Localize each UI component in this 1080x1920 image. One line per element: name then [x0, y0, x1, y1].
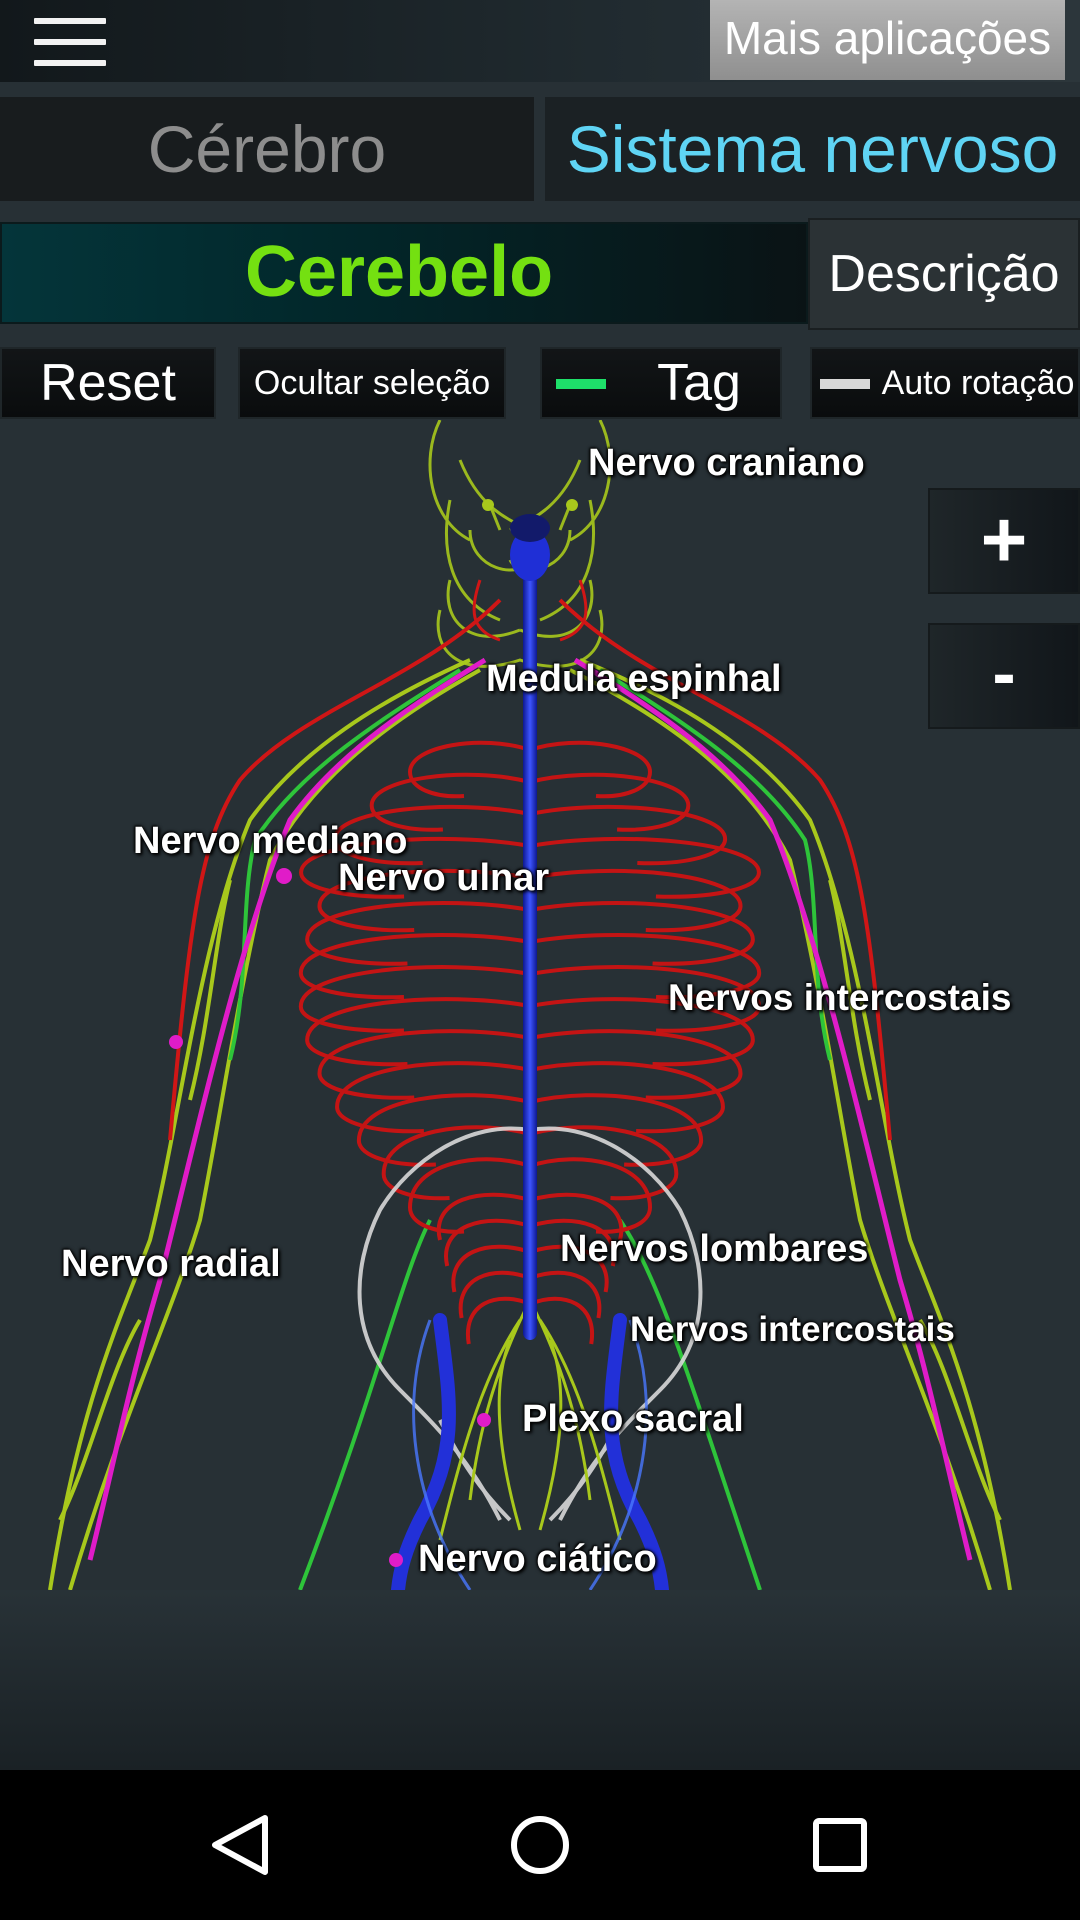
- hide-selection-button[interactable]: Ocultar seleção: [238, 347, 506, 419]
- intercostal-nerve-segment: [529, 804, 728, 866]
- intercostal-nerve-segment: [407, 1157, 531, 1234]
- intercostal-nerve-segment: [305, 997, 531, 1067]
- median-nerves: [87, 657, 973, 1561]
- intercostal-nerve-segment: [529, 900, 755, 966]
- label-lumbar-nerves[interactable]: Nervos lombares: [560, 1228, 869, 1270]
- intercostal-nerve-segment: [335, 1061, 531, 1134]
- tag-toggle-button[interactable]: Tag: [540, 347, 782, 419]
- intercostal-nerve-segment: [529, 1157, 653, 1234]
- label-intercostal-nerves-lower[interactable]: Nervos intercostais: [630, 1310, 955, 1349]
- zoom-in-button[interactable]: +: [928, 488, 1080, 594]
- auto-rotation-indicator: [820, 379, 870, 389]
- intercostal-nerve-segment: [529, 997, 755, 1067]
- label-median-nerve[interactable]: Nervo mediano: [133, 820, 408, 862]
- intercostal-nerve-segment: [529, 1093, 704, 1167]
- intercostal-nerve-segment: [305, 900, 531, 966]
- lumbar-nerve-segment: [529, 1270, 602, 1319]
- lumbar-nerve-segment: [436, 1192, 531, 1241]
- nervous-system-3d-view[interactable]: Nervo craniano Medula espinhal Nervo med…: [0, 420, 1080, 1590]
- reset-button[interactable]: Reset: [0, 347, 216, 419]
- intercostal-nerve-segment: [298, 965, 531, 1033]
- radial-nerves: [168, 598, 892, 1141]
- intercostal-nerve-segment: [369, 772, 531, 832]
- intercostal-nerve-segment: [356, 1093, 531, 1167]
- lumbar-nerve-segment: [465, 1296, 531, 1345]
- intercostal-nerve-segment: [332, 804, 531, 866]
- nervous-system-model: [48, 420, 1012, 1590]
- intercostal-nerve-segment: [317, 1029, 531, 1100]
- arm-green-nerves: [228, 668, 832, 1590]
- label-radial-nerve[interactable]: Nervo radial: [61, 1243, 281, 1285]
- tag-toggle-indicator: [556, 379, 606, 389]
- label-cranial-nerve[interactable]: Nervo craniano: [588, 442, 865, 484]
- tab-nervous-system[interactable]: Sistema nervoso: [545, 97, 1080, 201]
- intercostal-nerve-segment: [298, 933, 531, 1000]
- lumbar-nerve-segment: [529, 1192, 624, 1241]
- sciatic-nerves: [391, 1313, 669, 1590]
- lumbar-nerve-segment: [529, 1218, 616, 1267]
- lumbar-nerve-segment: [529, 1244, 609, 1293]
- menu-icon[interactable]: [34, 18, 106, 66]
- auto-rotation-label: Auto rotação: [881, 364, 1075, 402]
- label-ulnar-nerve[interactable]: Nervo ulnar: [338, 857, 550, 899]
- circle-home-icon[interactable]: [500, 1810, 580, 1880]
- intercostal-nerves: [298, 740, 762, 1345]
- intercostal-nerve-segment: [529, 965, 762, 1033]
- lumbar-nerve-segment: [458, 1270, 531, 1319]
- lumbar-nerve-segment: [529, 1296, 595, 1345]
- intercostal-nerve-segment: [529, 868, 743, 933]
- square-recent-icon[interactable]: [800, 1810, 880, 1880]
- arm-nerves: [48, 658, 1012, 1590]
- description-button[interactable]: Descrição: [808, 218, 1080, 330]
- intercostal-nerve-segment: [317, 868, 531, 933]
- intercostal-nerve-segment: [529, 1029, 743, 1100]
- label-spinal-cord[interactable]: Medula espinhal: [486, 658, 782, 700]
- more-apps-button[interactable]: Mais aplicações: [710, 0, 1065, 80]
- intercostal-nerve-segment: [407, 740, 531, 799]
- lumbar-nerve-segment: [451, 1244, 531, 1293]
- auto-rotation-toggle-button[interactable]: Auto rotação: [810, 347, 1080, 419]
- label-intercostal-nerves-upper[interactable]: Nervos intercostais: [668, 977, 1012, 1018]
- intercostal-nerve-segment: [529, 933, 762, 1000]
- lumbar-nerve-segment: [444, 1218, 531, 1267]
- intercostal-nerve-segment: [529, 772, 691, 832]
- selected-part-title: Cerebelo: [0, 222, 808, 324]
- tag-label: Tag: [657, 354, 741, 412]
- zoom-out-button[interactable]: -: [928, 623, 1080, 729]
- triangle-back-icon[interactable]: [200, 1810, 280, 1880]
- intercostal-nerve-segment: [299, 836, 531, 899]
- system-navigation-bar: [0, 1770, 1080, 1920]
- sacral-nerves: [438, 1299, 622, 1541]
- intercostal-nerve-segment: [529, 1061, 725, 1134]
- label-sciatic-nerve[interactable]: Nervo ciático: [418, 1538, 657, 1580]
- intercostal-nerve-segment: [529, 836, 761, 899]
- empty-viewport-area: [0, 1590, 1080, 1770]
- label-sacral-plexus[interactable]: Plexo sacral: [522, 1398, 744, 1440]
- intercostal-nerve-segment: [529, 740, 653, 799]
- tab-brain[interactable]: Cérebro: [0, 97, 534, 201]
- spinal-cord: [523, 540, 537, 1340]
- top-bar: Mais aplicações: [0, 0, 1080, 82]
